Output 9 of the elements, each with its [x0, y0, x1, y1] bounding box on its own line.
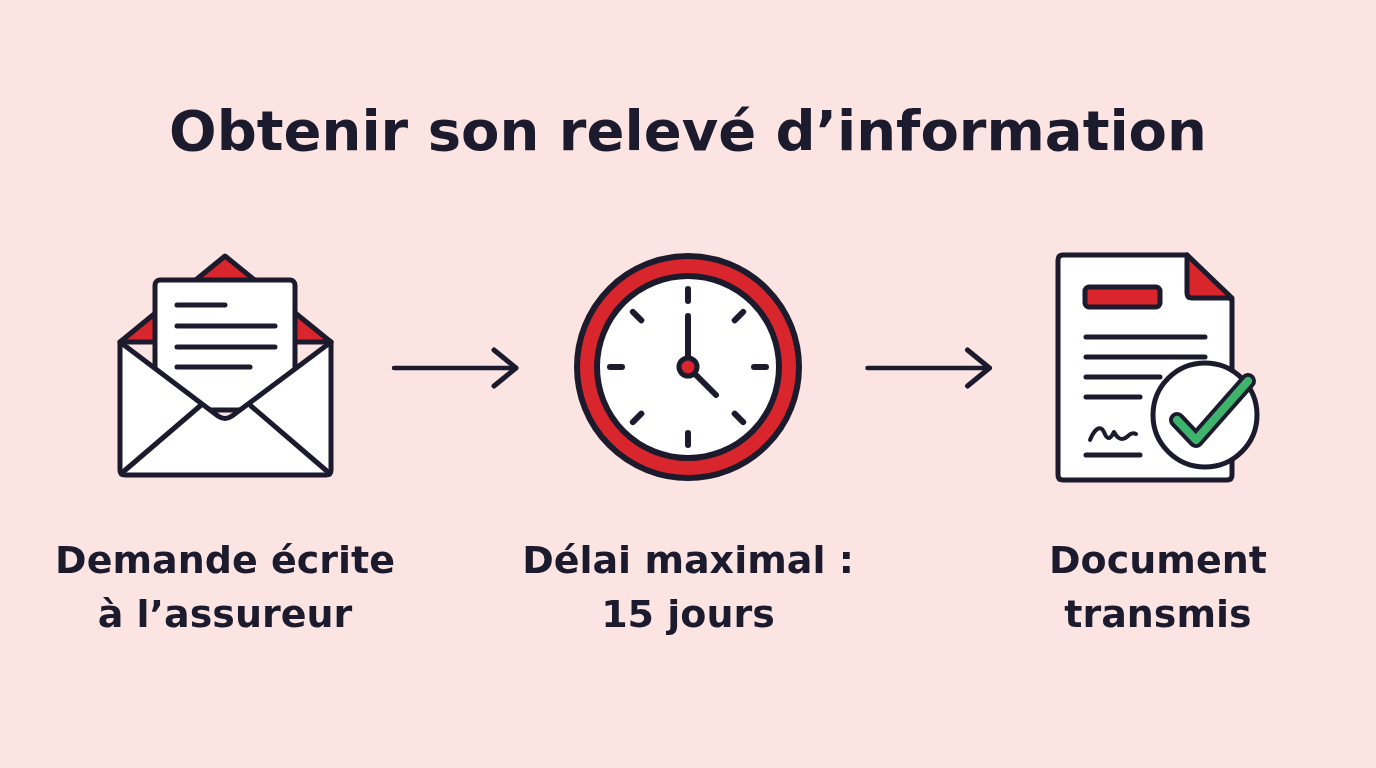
diagram-title: Obtenir son relevé d’information: [169, 97, 1207, 164]
step-caption: Délai maximal : 15 jours: [521, 537, 855, 638]
arrow: [391, 347, 519, 389]
step-caption: Document transmis: [1048, 537, 1268, 638]
step-caption: Demande écrite à l’assureur: [54, 537, 396, 638]
envelope-letter-icon: [116, 252, 336, 479]
document-check-icon: [1055, 252, 1261, 483]
clock-icon: [574, 253, 802, 481]
arrow: [865, 347, 992, 389]
